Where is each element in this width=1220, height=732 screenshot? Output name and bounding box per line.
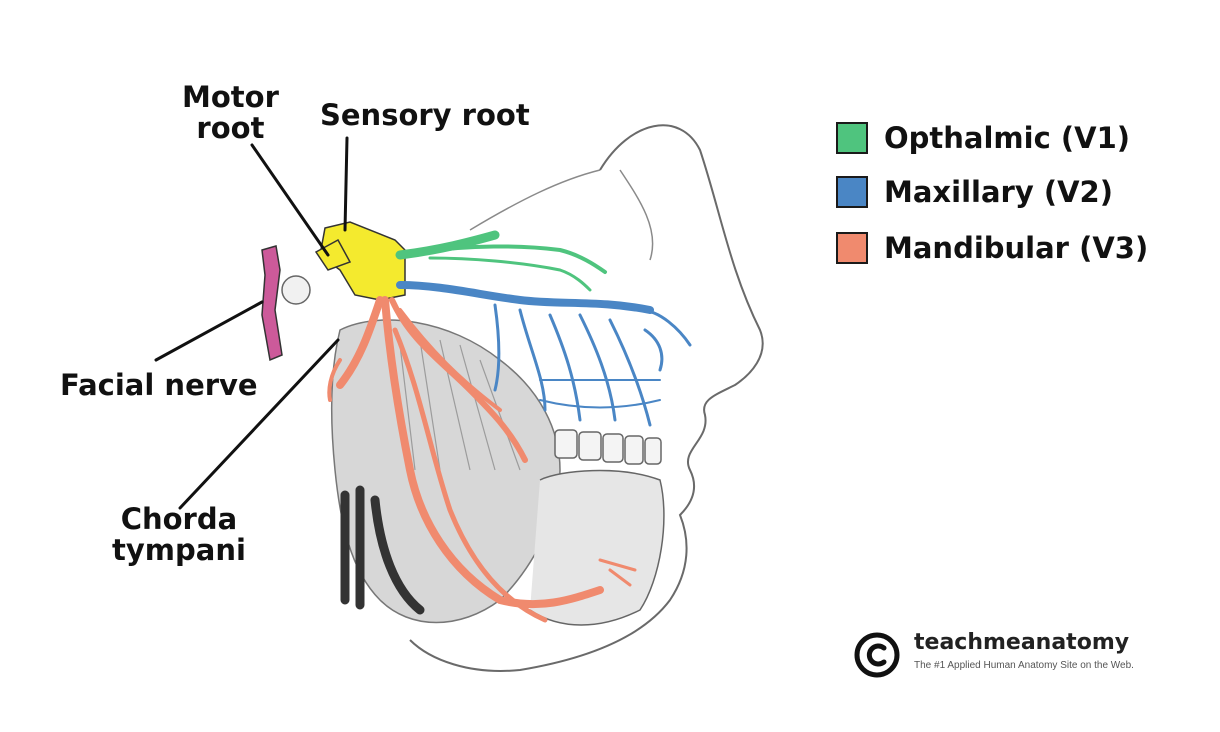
copyright-logo-icon (854, 632, 900, 678)
motor-root-label-line1: Motor (182, 80, 279, 114)
facial-nerve-label: Facial nerve (60, 368, 258, 402)
legend-swatch-mandibular (836, 232, 868, 264)
legend-item-maxillary: Maxillary (V2) (836, 172, 1113, 212)
legend-swatch-maxillary (836, 176, 868, 208)
legend-label-maxillary: Maxillary (V2) (884, 175, 1113, 209)
legend-label-ophthalmic: Opthalmic (V1) (884, 121, 1131, 155)
chorda-tympani-label-line2: tympani (112, 533, 246, 567)
motor-root-label-line2: root (196, 111, 265, 145)
legend-swatch-ophthalmic (836, 122, 868, 154)
chorda-tympani-label-line1: Chorda (120, 502, 238, 536)
mandibular-v3-branches (327, 296, 637, 623)
vessels (340, 485, 425, 615)
maxillary-v2-branches (396, 281, 692, 427)
masseter-shading (399, 339, 521, 471)
facial-nerve-shape (261, 245, 283, 362)
leader-lines (154, 136, 349, 510)
face-outline (409, 124, 764, 672)
brand-name: teachmeanatomy (914, 630, 1130, 655)
legend-item-ophthalmic: Opthalmic (V1) (836, 118, 1130, 158)
motor-root-label: Motor root (182, 82, 279, 144)
ophthalmic-v1-branches (395, 230, 607, 292)
sensory-root-label: Sensory root (320, 98, 530, 132)
ear-ossicle (281, 275, 311, 305)
jaw-muscle-mass (330, 319, 561, 624)
chorda-tympani-label: Chorda tympani (112, 504, 246, 566)
skull-outline (469, 169, 654, 261)
brand-tagline: The #1 Applied Human Anatomy Site on the… (914, 660, 1134, 671)
legend-label-mandibular: Mandibular (V3) (884, 231, 1149, 265)
upper-teeth (554, 429, 662, 465)
legend-item-mandibular: Mandibular (V3) (836, 228, 1148, 268)
